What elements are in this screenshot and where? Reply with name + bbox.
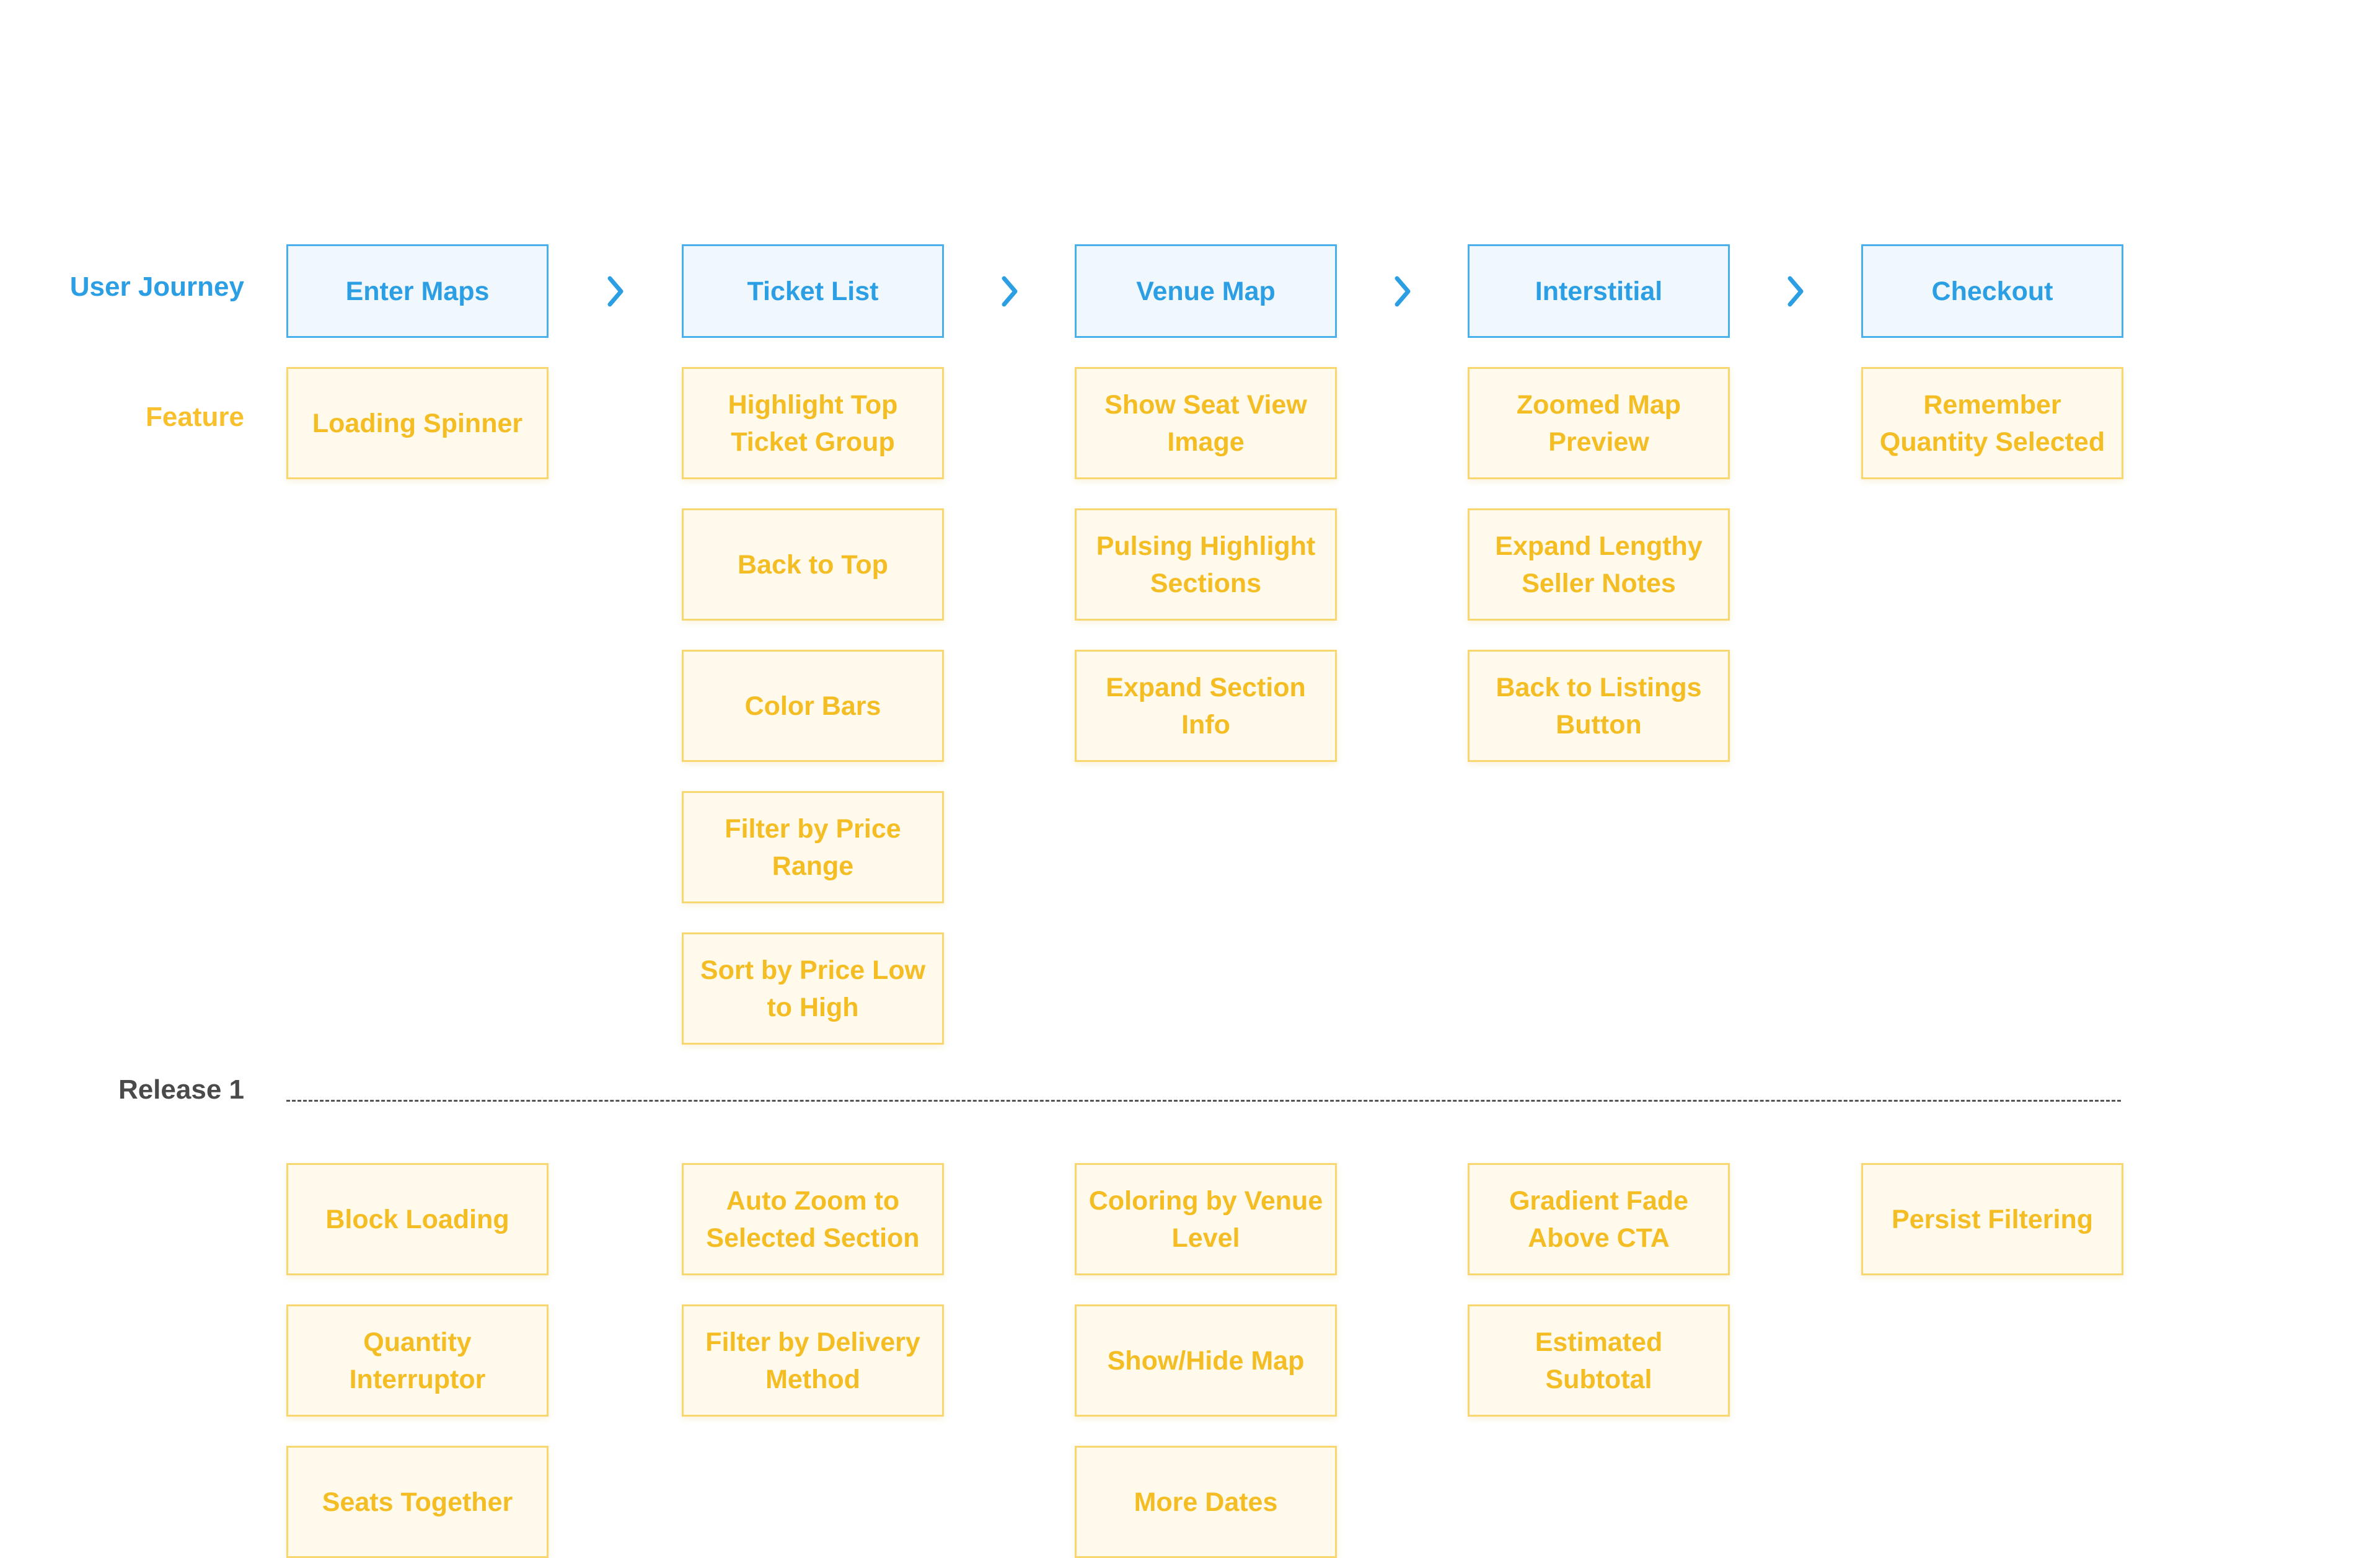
feature-card[interactable]: Expand Section Info: [1075, 650, 1337, 762]
feature-card[interactable]: Highlight Top Ticket Group: [682, 367, 944, 479]
story-map: User Journey Feature Release 1 Enter Map…: [69, 244, 2123, 1558]
feature-card[interactable]: Filter by Price Range: [682, 791, 944, 903]
journey-step-card[interactable]: Venue Map: [1075, 244, 1337, 338]
feature-label: Feature: [146, 402, 244, 432]
feature-card[interactable]: Loading Spinner: [286, 367, 549, 479]
release-feature-card[interactable]: Gradient Fade Above CTA: [1468, 1163, 1730, 1275]
feature-card[interactable]: Back to Listings Button: [1468, 650, 1730, 762]
feature-card[interactable]: Expand Lengthy Seller Notes: [1468, 508, 1730, 621]
release-feature-card[interactable]: Show/Hide Map: [1075, 1304, 1337, 1417]
journey-step-card[interactable]: Checkout: [1861, 244, 2123, 338]
user-journey-label: User Journey: [69, 272, 244, 302]
feature-card[interactable]: Pulsing Highlight Sections: [1075, 508, 1337, 621]
journey-step-card[interactable]: Enter Maps: [286, 244, 549, 338]
feature-card[interactable]: Color Bars: [682, 650, 944, 762]
feature-card[interactable]: Show Seat View Image: [1075, 367, 1337, 479]
journey-step-card[interactable]: Interstitial: [1468, 244, 1730, 338]
feature-card[interactable]: Back to Top: [682, 508, 944, 621]
release-feature-card[interactable]: Coloring by Venue Level: [1075, 1163, 1337, 1275]
release-feature-card[interactable]: Block Loading: [286, 1163, 549, 1275]
release-label: Release 1: [118, 1074, 244, 1105]
release-feature-card[interactable]: More Dates: [1075, 1446, 1337, 1558]
release-feature-card[interactable]: Auto Zoom to Selected Section: [682, 1163, 944, 1275]
chevron-right-icon: [1780, 273, 1811, 309]
journey-step-card[interactable]: Ticket List: [682, 244, 944, 338]
release-divider: [286, 1100, 2121, 1102]
chevron-right-icon: [1387, 273, 1418, 309]
release-feature-card[interactable]: Persist Filtering: [1861, 1163, 2123, 1275]
feature-card[interactable]: Sort by Price Low to High: [682, 932, 944, 1045]
feature-card[interactable]: Remember Quantity Selected: [1861, 367, 2123, 479]
release-feature-card[interactable]: Quantity Interruptor: [286, 1304, 549, 1417]
feature-card[interactable]: Zoomed Map Preview: [1468, 367, 1730, 479]
release-feature-card[interactable]: Estimated Subtotal: [1468, 1304, 1730, 1417]
release-feature-card[interactable]: Seats Together: [286, 1446, 549, 1558]
chevron-right-icon: [994, 273, 1025, 309]
chevron-right-icon: [600, 273, 631, 309]
release-feature-card[interactable]: Filter by Delivery Method: [682, 1304, 944, 1417]
